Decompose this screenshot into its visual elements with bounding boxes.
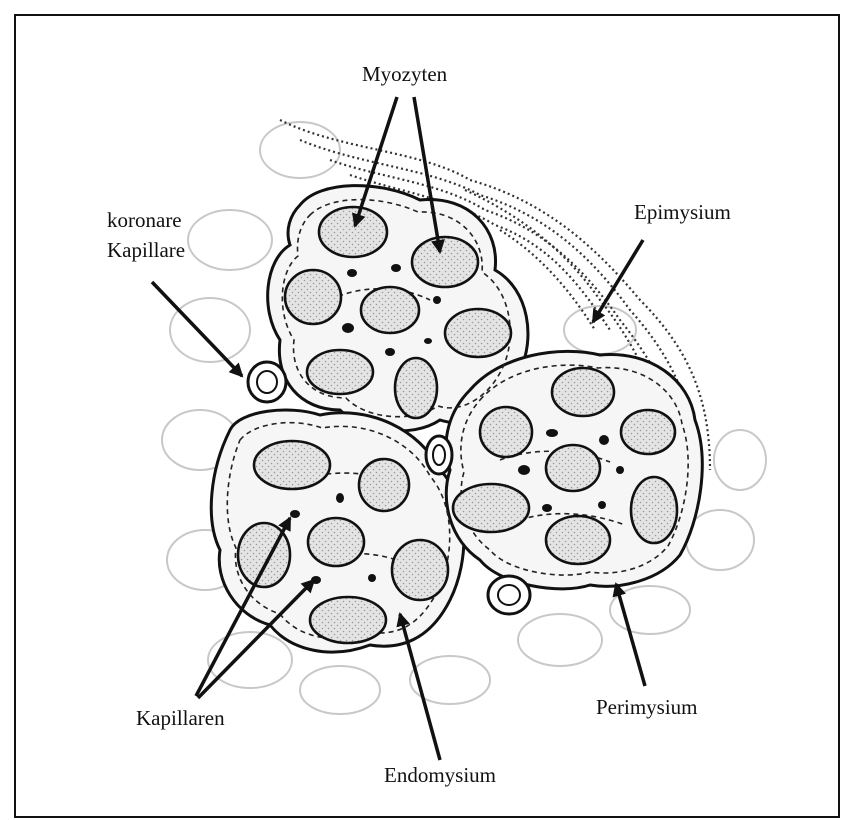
myocyte [546,516,610,564]
capillary [433,296,441,304]
myocyte [412,237,478,287]
capillary [616,466,624,474]
myocyte [310,597,386,643]
capillary [391,264,401,272]
myocyte [546,445,600,491]
myocyte [552,368,614,416]
capillary [542,504,552,512]
label-kapillaren: Kapillaren [136,704,225,732]
label-koronare: koronare [107,206,182,234]
myocyte [480,407,532,457]
label-endomysium: Endomysium [384,761,496,789]
myocyte [254,441,330,489]
capillary [347,269,357,277]
capillary [546,429,558,437]
label-kapillare: Kapillare [107,236,185,264]
capillary [599,435,609,445]
label-epimysium: Epimysium [634,198,731,226]
myocyte [453,484,529,532]
capillary [598,501,606,509]
myocyte [308,518,364,566]
myocyte [395,358,437,418]
myocyte [319,207,387,257]
capillary [290,510,300,518]
capillary [385,348,395,356]
myocyte [392,540,448,600]
myocyte [361,287,419,333]
label-myozyten: Myozyten [362,60,447,88]
myocyte [307,350,373,394]
arrow-perimysium [616,584,645,686]
capillary [336,493,344,503]
capillary [518,465,530,475]
myocyte [285,270,341,324]
myocyte [359,459,409,511]
myocyte [631,477,677,543]
capillary [424,338,432,344]
capillary [342,323,354,333]
myocyte [621,410,675,454]
arrow-koronare [152,282,242,376]
label-perimysium: Perimysium [596,693,698,721]
myocyte [445,309,511,357]
capillary [368,574,376,582]
